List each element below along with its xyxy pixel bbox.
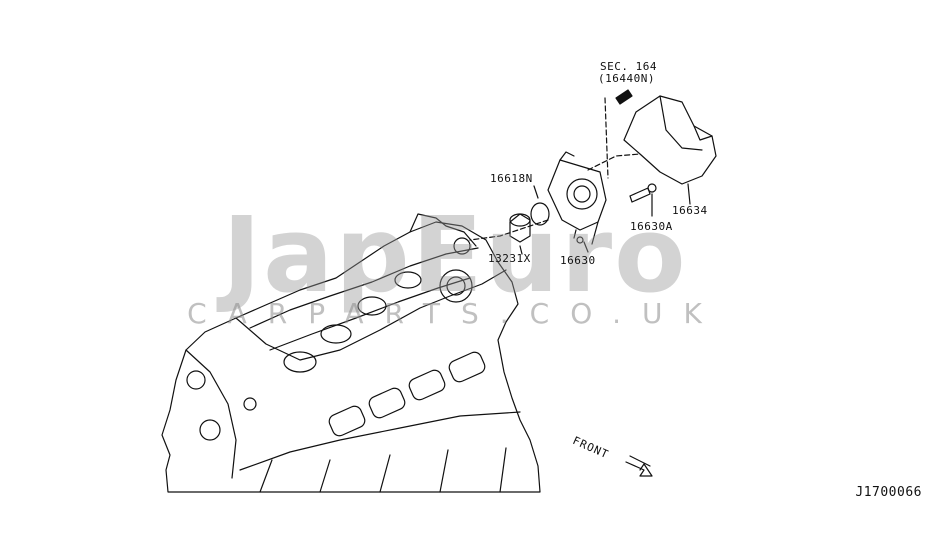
- solenoid-body: [547, 159, 607, 231]
- callout-16630: 16630: [560, 254, 596, 267]
- oil-filler-cap: [439, 269, 473, 303]
- engine-outline: [161, 221, 541, 493]
- section-ref-line1: SEC. 164: [600, 60, 657, 73]
- callout-16630a: 16630A: [630, 220, 673, 233]
- intake-port-4: [448, 351, 486, 383]
- intake-port-3: [408, 369, 446, 401]
- o-ring: [530, 202, 550, 226]
- plug-well-1: [283, 351, 317, 373]
- plug-well-3: [357, 296, 387, 316]
- callout-16634: 16634: [672, 204, 708, 217]
- watermark-main: JapEuro: [222, 194, 688, 316]
- plug-well-4: [394, 271, 422, 289]
- section-ref-line2: (16440N): [598, 72, 655, 85]
- intake-port-1: [328, 405, 366, 437]
- callout-13231x: 13231X: [488, 252, 531, 265]
- bolt: [629, 187, 651, 203]
- diagram-code: J1700066: [855, 485, 922, 500]
- plug-well-2: [320, 324, 352, 344]
- watermark-sub: CARPARTS.CO.UK: [187, 297, 723, 330]
- intake-port-2: [368, 387, 406, 419]
- cover-16634: [623, 95, 717, 185]
- callout-16618n: 16618N: [490, 172, 533, 185]
